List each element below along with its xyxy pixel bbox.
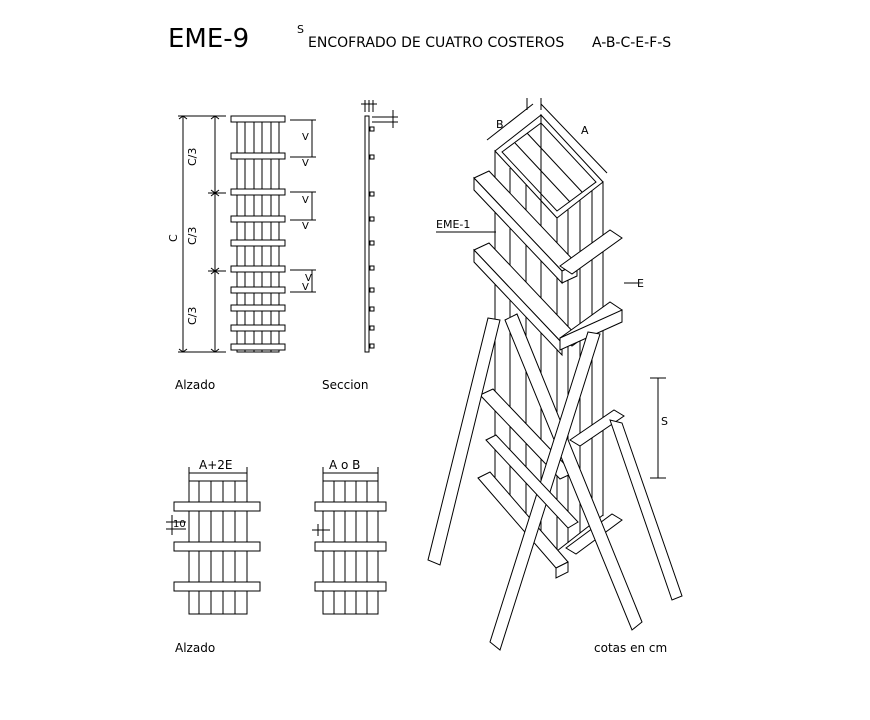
elevation-dimensions <box>178 115 316 353</box>
iso-callout-eme1: EME-1 <box>436 218 470 231</box>
elevation-view: C C/3 C/3 C/3 V V V V V V <box>167 115 316 392</box>
iso-label-s: S <box>661 415 668 428</box>
drawing-title: ENCOFRADO DE CUATRO COSTEROS <box>308 35 564 51</box>
drawing-params: A-B-C-E-F-S <box>592 35 671 51</box>
plan-left-gap-label: 10 <box>173 519 186 530</box>
plan-left-width-label: A+2E <box>199 458 232 472</box>
footer-note: cotas en cm <box>594 641 667 655</box>
plan-right-view: A o B <box>312 458 387 615</box>
plan-left-caption: Alzado <box>175 641 215 655</box>
section-view: Seccion <box>322 100 398 392</box>
spacing-label-2: V <box>302 158 309 169</box>
dim-total-label: C <box>167 234 180 242</box>
dim-third-label-3: C/3 <box>186 307 199 325</box>
spacing-label-6: V <box>302 282 309 293</box>
elevation-boards <box>236 115 280 353</box>
iso-label-e: E <box>637 277 644 290</box>
spacing-label-3: V <box>302 195 309 206</box>
elevation-caption: Alzado <box>175 378 215 392</box>
plan-left-view: A+2E 10 Alzado <box>166 458 261 655</box>
title-superscript: S <box>297 23 304 36</box>
iso-braces <box>427 313 683 651</box>
dim-third-label-1: C/3 <box>186 148 199 166</box>
spacing-label-4: V <box>302 221 309 232</box>
iso-label-a: A <box>581 124 589 137</box>
isometric-view: B A EME-1 E <box>427 98 683 651</box>
section-caption: Seccion <box>322 378 368 392</box>
spacing-label-1: V <box>302 132 309 143</box>
iso-label-b: B <box>496 118 504 131</box>
spacing-label-5: V <box>305 273 312 284</box>
drawing-code: EME-9 <box>168 24 249 54</box>
dim-third-label-2: C/3 <box>186 227 199 245</box>
plan-right-width-label: A o B <box>329 458 360 472</box>
elevation-yokes <box>230 115 286 351</box>
